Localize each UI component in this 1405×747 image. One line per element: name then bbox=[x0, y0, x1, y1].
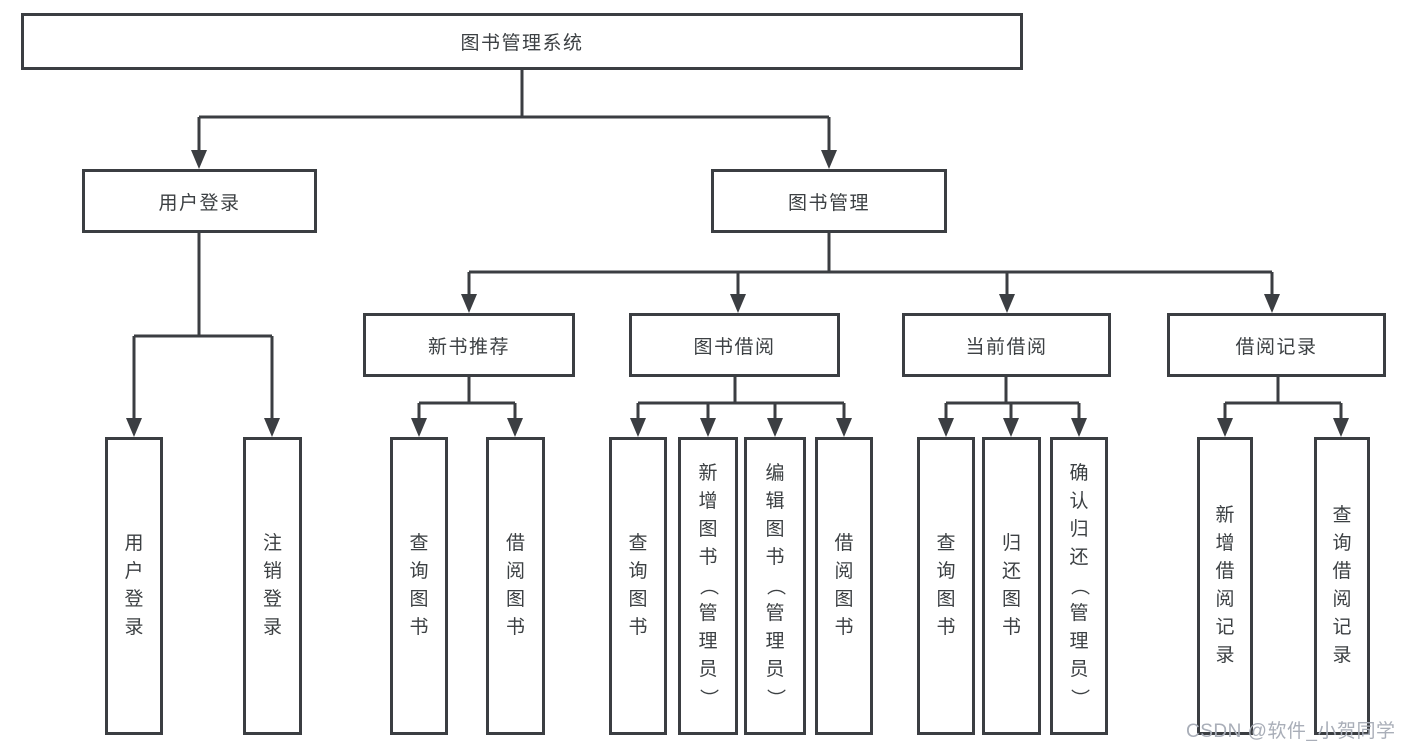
node-leaf-current-query-books: 查询图书 bbox=[917, 437, 975, 735]
node-leaf-confirm-return-admin: 确认归还（管理员） bbox=[1050, 437, 1108, 735]
node-borrow-records: 借阅记录 bbox=[1167, 313, 1386, 377]
node-book-borrow: 图书借阅 bbox=[629, 313, 840, 377]
connector-new-book-recommend bbox=[417, 376, 517, 420]
arrowheads bbox=[126, 150, 1349, 437]
node-leaf-logout: 注销登录 bbox=[243, 437, 302, 735]
node-leaf-user-login: 用户登录 bbox=[105, 437, 163, 735]
node-current-borrow: 当前借阅 bbox=[902, 313, 1111, 377]
node-new-book-recommend: 新书推荐 bbox=[363, 313, 575, 377]
node-library-management-system: 图书管理系统 bbox=[21, 13, 1023, 70]
connector-borrow-records bbox=[1223, 376, 1343, 420]
node-leaf-query-borrow-record: 查询借阅记录 bbox=[1314, 437, 1370, 735]
node-leaf-borrow-query-books: 查询图书 bbox=[609, 437, 667, 735]
node-leaf-add-borrow-record: 新增借阅记录 bbox=[1197, 437, 1253, 735]
connector-user-login bbox=[132, 233, 274, 420]
connector-book-borrow bbox=[636, 376, 846, 420]
connector-current-borrow bbox=[944, 376, 1081, 420]
node-leaf-recommend-borrow-books: 借阅图书 bbox=[486, 437, 545, 735]
node-leaf-edit-books-admin: 编辑图书（管理员） bbox=[744, 437, 806, 735]
csdn-watermark: CSDN @软件_小贺同学 bbox=[1186, 721, 1396, 742]
node-leaf-return-books: 归还图书 bbox=[982, 437, 1041, 735]
node-leaf-borrow-borrow-books: 借阅图书 bbox=[815, 437, 873, 735]
node-book-management: 图书管理 bbox=[711, 169, 947, 233]
connector-root bbox=[197, 69, 831, 152]
node-user-login: 用户登录 bbox=[82, 169, 317, 233]
node-leaf-add-books-admin: 新增图书（管理员） bbox=[678, 437, 738, 735]
connector-book-management bbox=[467, 233, 1274, 296]
node-leaf-recommend-query-books: 查询图书 bbox=[390, 437, 448, 735]
